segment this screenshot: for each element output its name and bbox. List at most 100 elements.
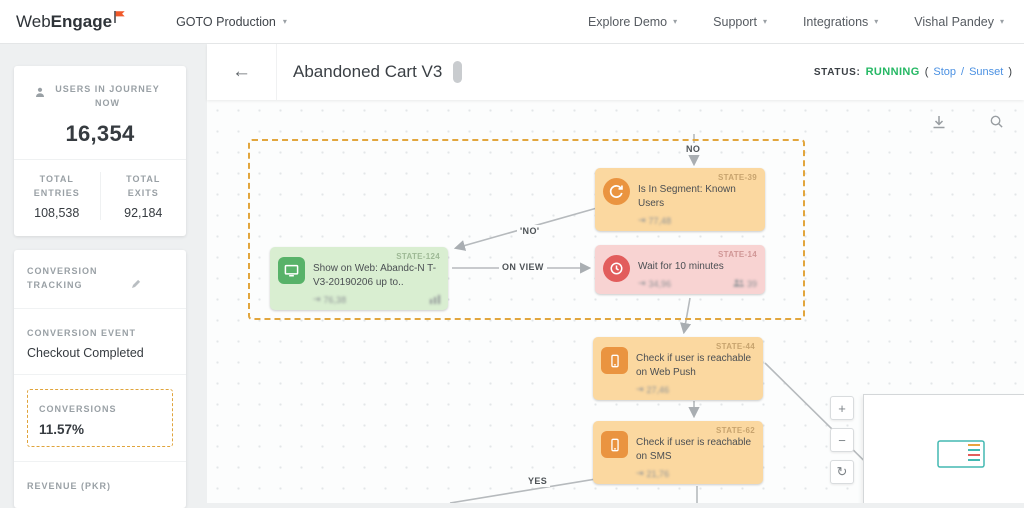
minus-icon: − [838, 432, 846, 448]
node-title: Show on Web: Abandc-N T-V3-20190206 up t… [313, 263, 437, 288]
chevron-down-icon: ▾ [673, 16, 678, 26]
edge-label-yes: YES [525, 475, 551, 487]
total-entries-label: TOTAL ENTRIES [33, 173, 80, 199]
mobile-phone-icon [601, 347, 628, 374]
entries-arrow-icon: ⇥ [636, 384, 644, 394]
status-value: RUNNING [865, 66, 920, 78]
zoom-in-button[interactable]: + [830, 396, 854, 420]
journey-header: ← Abandoned Cart V3 STATUS: RUNNING ( St… [207, 44, 1024, 100]
analytics-bars-icon [430, 295, 440, 304]
node-state-label: STATE-14 [718, 250, 757, 259]
chevron-down-icon: ▾ [874, 16, 879, 26]
project-selector[interactable]: GOTO Production ▾ [176, 15, 287, 29]
nav-item-user-account[interactable]: Vishal Pandey ▾ [914, 15, 1004, 29]
conversion-event-value: Checkout Completed [27, 345, 144, 360]
edit-pencil-icon[interactable] [131, 276, 141, 294]
journey-designer: ← Abandoned Cart V3 STATUS: RUNNING ( St… [207, 44, 1024, 503]
node-state-label: STATE-124 [396, 252, 440, 261]
journey-status: STATUS: RUNNING ( Stop / Sunset ) [814, 66, 1012, 78]
people-icon [733, 279, 744, 289]
node-entry-count: 21,76 [646, 468, 670, 479]
edge-label-on-view: ON VIEW [499, 261, 547, 273]
search-icon[interactable] [989, 114, 1004, 135]
entries-arrow-icon: ⇥ [638, 278, 646, 288]
clock-icon [603, 255, 630, 282]
node-entry-count: 27,46 [646, 384, 670, 395]
project-name: GOTO Production [176, 14, 276, 29]
revenue-label: REVENUE (PKR) [27, 480, 112, 491]
logo-text-regular: Web [16, 11, 51, 31]
sunset-journey-link[interactable]: Sunset [969, 66, 1004, 78]
node-entry-count: 34,96 [648, 278, 672, 289]
web-overlay-icon [278, 257, 305, 284]
conversion-event-label: CONVERSION EVENT [27, 327, 137, 338]
title-drag-handle[interactable] [453, 61, 463, 83]
journey-node-wait[interactable]: STATE-14 Wait for 10 minutes ⇥34,96 39 [595, 245, 765, 294]
minimap[interactable] [863, 394, 1024, 503]
node-waiting-count: 39 [746, 278, 757, 289]
zoom-out-button[interactable]: − [830, 428, 854, 452]
users-in-journey-card: USERS IN JOURNEY NOW 16,354 TOTAL ENTRIE… [14, 66, 186, 236]
back-arrow-icon: ← [232, 61, 251, 82]
nav-menu: Explore Demo ▾ Support ▾ Integrations ▾ … [588, 15, 1008, 29]
conversions-box: CONVERSIONS 11.57% [27, 388, 173, 447]
conversions-value: 11.57% [39, 421, 85, 437]
nav-item-integrations[interactable]: Integrations ▾ [803, 15, 878, 29]
conversion-tracking-label: CONVERSION TRACKING [27, 265, 98, 290]
total-exits-value: 92,184 [124, 205, 163, 220]
node-state-label: STATE-39 [718, 173, 757, 182]
journey-node-check-sms[interactable]: STATE-62 Check if user is reachable on S… [593, 421, 763, 484]
nav-item-explore-demo[interactable]: Explore Demo ▾ [588, 15, 677, 29]
total-entries-value: 108,538 [34, 205, 80, 220]
status-label: STATUS: [813, 66, 861, 78]
paren-open: ( [924, 66, 929, 78]
edge-label-no: NO [683, 143, 704, 155]
actions-separator: / [961, 66, 965, 78]
nav-label: Vishal Pandey [914, 14, 994, 29]
nav-label: Explore Demo [587, 14, 668, 29]
nav-label: Integrations [802, 14, 869, 29]
logo-text-bold: Engage [50, 11, 113, 31]
node-title: Check if user is reachable on Web Push [636, 353, 752, 378]
stop-journey-link[interactable]: Stop [933, 66, 957, 78]
reset-icon: ↻ [836, 464, 848, 479]
segment-icon [603, 178, 630, 205]
nav-label: Support [713, 14, 757, 29]
journey-title: Abandoned Cart V3 [293, 62, 443, 81]
entries-arrow-icon: ⇥ [313, 294, 321, 304]
node-entry-count: 76,38 [323, 294, 347, 305]
minimap-preview [937, 440, 985, 468]
node-state-label: STATE-44 [716, 342, 755, 351]
chevron-down-icon: ▾ [282, 16, 287, 26]
user-icon [35, 84, 45, 102]
download-icon[interactable] [931, 114, 947, 135]
entries-arrow-icon: ⇥ [638, 215, 646, 225]
journey-canvas[interactable]: NO 'NO' ON VIEW NO YES NO STATE-39 Is In… [207, 100, 1024, 503]
total-exits: TOTAL EXITS 92,184 [99, 171, 187, 220]
users-in-journey-label: USERS IN JOURNEY NOW [55, 84, 160, 109]
nav-item-support[interactable]: Support ▾ [713, 15, 767, 29]
journey-stats-sidebar: USERS IN JOURNEY NOW 16,354 TOTAL ENTRIE… [0, 44, 207, 508]
edge-wait-to-webpush [680, 297, 692, 335]
flag-icon [113, 9, 126, 29]
back-button[interactable]: ← [207, 44, 277, 100]
conversions-label: CONVERSIONS [39, 403, 117, 414]
journey-node-check-webpush[interactable]: STATE-44 Check if user is reachable on W… [593, 337, 763, 400]
zoom-reset-button[interactable]: ↻ [830, 460, 854, 484]
selection-rectangle[interactable] [248, 139, 805, 320]
mobile-phone-icon [601, 431, 628, 458]
journey-node-segment-check[interactable]: STATE-39 Is In Segment: Known Users ⇥77,… [595, 168, 765, 231]
node-title: Check if user is reachable on SMS [636, 437, 752, 462]
journey-node-show-on-web[interactable]: STATE-124 Show on Web: Abandc-N T-V3-201… [270, 247, 448, 310]
plus-icon: + [838, 400, 846, 416]
total-entries: TOTAL ENTRIES 108,538 [14, 172, 100, 220]
edge-label-no-quoted: 'NO' [517, 225, 543, 237]
node-title: Wait for 10 minutes [638, 261, 724, 272]
paren-close: ) [1008, 66, 1012, 78]
node-entry-count: 77,48 [648, 215, 672, 226]
entries-arrow-icon: ⇥ [636, 468, 644, 478]
node-title: Is In Segment: Known Users [638, 184, 736, 209]
chevron-down-icon: ▾ [762, 16, 767, 26]
